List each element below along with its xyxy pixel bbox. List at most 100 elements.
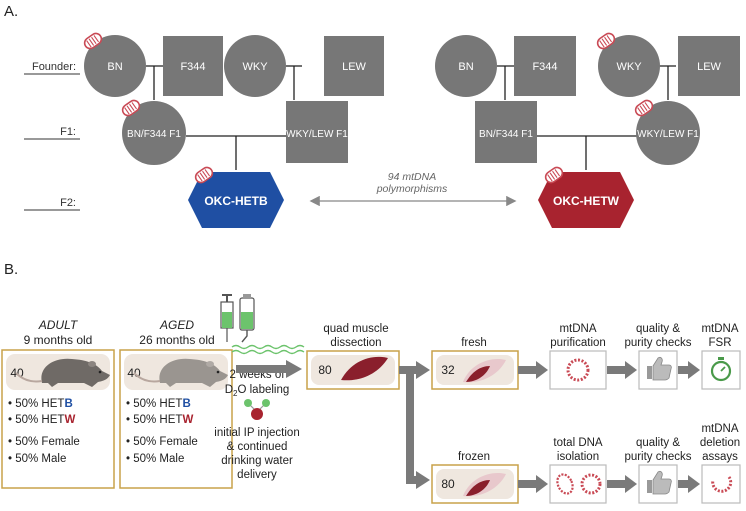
step-mtdna-purification: mtDNA purification — [549, 323, 607, 390]
dissection-title-2: dissection — [330, 337, 381, 349]
label-okc-hetw: OKC-HETW — [553, 194, 620, 208]
adult-bullet-1: • 50% HETB — [8, 398, 73, 410]
label-bn-left: BN — [107, 61, 122, 73]
adult-title: ADULT — [38, 318, 79, 332]
adult-cohort: ADULT 9 months old 40 • 50% HETB • 50% H… — [1, 318, 115, 489]
label-f344-right: F344 — [532, 61, 557, 73]
node-wky-left — [224, 35, 286, 97]
label-bn-right: BN — [458, 61, 473, 73]
row-label-f1: F1: — [60, 126, 76, 138]
dissection-title-1: quad muscle — [323, 323, 388, 335]
row-label-founder: Founder: — [32, 61, 76, 73]
d2o-molecule-icon — [244, 399, 270, 420]
svg-text:purity checks: purity checks — [624, 337, 691, 349]
step-mtdna-deletion-assays: mtDNA deletion assays — [700, 423, 741, 504]
label-wkylew-f1-right: WKY/LEW F1 — [637, 129, 699, 140]
label-wave — [231, 344, 305, 350]
svg-text:isolation: isolation — [557, 451, 599, 463]
svg-text:mtDNA: mtDNA — [559, 323, 596, 335]
svg-text:purification: purification — [550, 337, 606, 349]
flow-arrows-top — [518, 361, 700, 379]
svg-text:quality &: quality & — [636, 323, 680, 335]
node-bnf344-f1-left — [122, 101, 186, 165]
label-wky-left: WKY — [242, 61, 268, 73]
labeling-line-2: D2O labeling — [225, 384, 290, 398]
thumbs-up-icon — [647, 470, 672, 495]
node-lew-left — [324, 36, 384, 96]
step-quality-checks-bottom: quality & purity checks — [624, 437, 692, 504]
svg-text:deletion: deletion — [700, 437, 740, 449]
node-lew-right — [678, 36, 740, 96]
node-okc-hetb — [188, 172, 284, 228]
arrow-to-dissection — [236, 360, 302, 378]
fresh-step: fresh 32 — [431, 337, 519, 390]
node-f344-right — [514, 36, 576, 96]
aged-subtitle: 26 months old — [139, 333, 214, 347]
frozen-title: frozen — [458, 451, 490, 463]
label-lew-left: LEW — [342, 61, 366, 73]
svg-text:mtDNA: mtDNA — [701, 423, 738, 435]
water-bottle-icon — [239, 294, 255, 343]
node-wkylew-f1-left — [286, 101, 348, 163]
aged-bullet-1: • 50% HETB — [126, 398, 191, 410]
svg-text:quality &: quality & — [636, 437, 680, 449]
svg-text:assays: assays — [702, 451, 738, 463]
right-pedigree: BN F344 WKY LEW BN/F344 F1 WKY/LEW F1 OK… — [435, 30, 740, 228]
comparison-line-2: polymorphisms — [376, 183, 448, 195]
frozen-step: frozen 80 — [431, 451, 519, 504]
muscle-icon — [341, 356, 388, 381]
label-bnf344-f1-left: BN/F344 F1 — [127, 129, 181, 140]
syringe-icon — [220, 294, 234, 342]
label-lew-right: LEW — [697, 61, 721, 73]
split-arrows — [399, 361, 430, 489]
aged-bullet-3: • 50% Female — [126, 436, 198, 448]
dissection-n: 80 — [318, 363, 332, 377]
label-f344-left: F344 — [180, 61, 205, 73]
chromosome-dna-icon — [556, 473, 602, 495]
label-wky-right: WKY — [616, 61, 642, 73]
stopwatch-icon — [710, 357, 732, 382]
injection-line-3: drinking water — [221, 455, 293, 467]
svg-text:total DNA: total DNA — [553, 437, 603, 449]
svg-text:purity checks: purity checks — [624, 451, 691, 463]
panel-a-label: A. — [4, 3, 18, 20]
aged-bullet-2: • 50% HETW — [126, 414, 193, 426]
label-wkylew-f1-left: WKY/LEW F1 — [286, 129, 348, 140]
flow-arrows-bottom — [518, 475, 700, 493]
frozen-n: 80 — [441, 477, 455, 491]
adult-bullet-2: • 50% HETW — [8, 414, 75, 426]
adult-subtitle: 9 months old — [24, 333, 93, 347]
label-wave — [231, 349, 305, 355]
step-total-dna-isolation: total DNA isolation — [549, 437, 607, 504]
adult-bullet-4: • 50% Male — [8, 453, 66, 465]
node-bnf344-f1-right — [475, 101, 537, 163]
thumbs-up-icon — [647, 356, 672, 381]
node-okc-hetw — [538, 172, 634, 228]
node-f344-left — [163, 36, 223, 96]
injection-line-4: delivery — [237, 469, 277, 481]
left-pedigree: BN F344 WKY LEW BN/F344 F1 WKY/LEW F1 OK… — [81, 30, 384, 228]
deleted-mtdna-icon — [711, 476, 733, 493]
labeling-step: 2 weeks of D2O labeling initial IP injec… — [214, 294, 305, 481]
label-okc-hetb: OKC-HETB — [204, 194, 268, 208]
fresh-n: 32 — [441, 363, 455, 377]
aged-title: AGED — [159, 318, 194, 332]
svg-text:mtDNA: mtDNA — [701, 323, 738, 335]
injection-line-2: & continued — [227, 441, 288, 453]
mtdna-circle-icon — [566, 358, 590, 382]
dissection-step: quad muscle dissection 80 — [306, 323, 400, 390]
injection-line-1: initial IP injection — [214, 427, 299, 439]
aged-cohort: AGED 26 months old 40 • 50% HETB • 50% H… — [119, 318, 233, 489]
row-label-f2: F2: — [60, 197, 76, 209]
node-bn-right — [435, 35, 497, 97]
comparison-line-1: 94 mtDNA — [388, 171, 436, 183]
node-wkylew-f1-right — [636, 101, 700, 165]
aged-bullet-4: • 50% Male — [126, 453, 184, 465]
panel-b-label: B. — [4, 261, 18, 278]
adult-bullet-3: • 50% Female — [8, 436, 80, 448]
step-mtdna-fsr: mtDNA FSR — [701, 323, 741, 390]
label-bnf344-f1-right: BN/F344 F1 — [479, 129, 533, 140]
step-quality-checks-top: quality & purity checks — [624, 323, 692, 390]
node-wky-right — [598, 35, 660, 97]
